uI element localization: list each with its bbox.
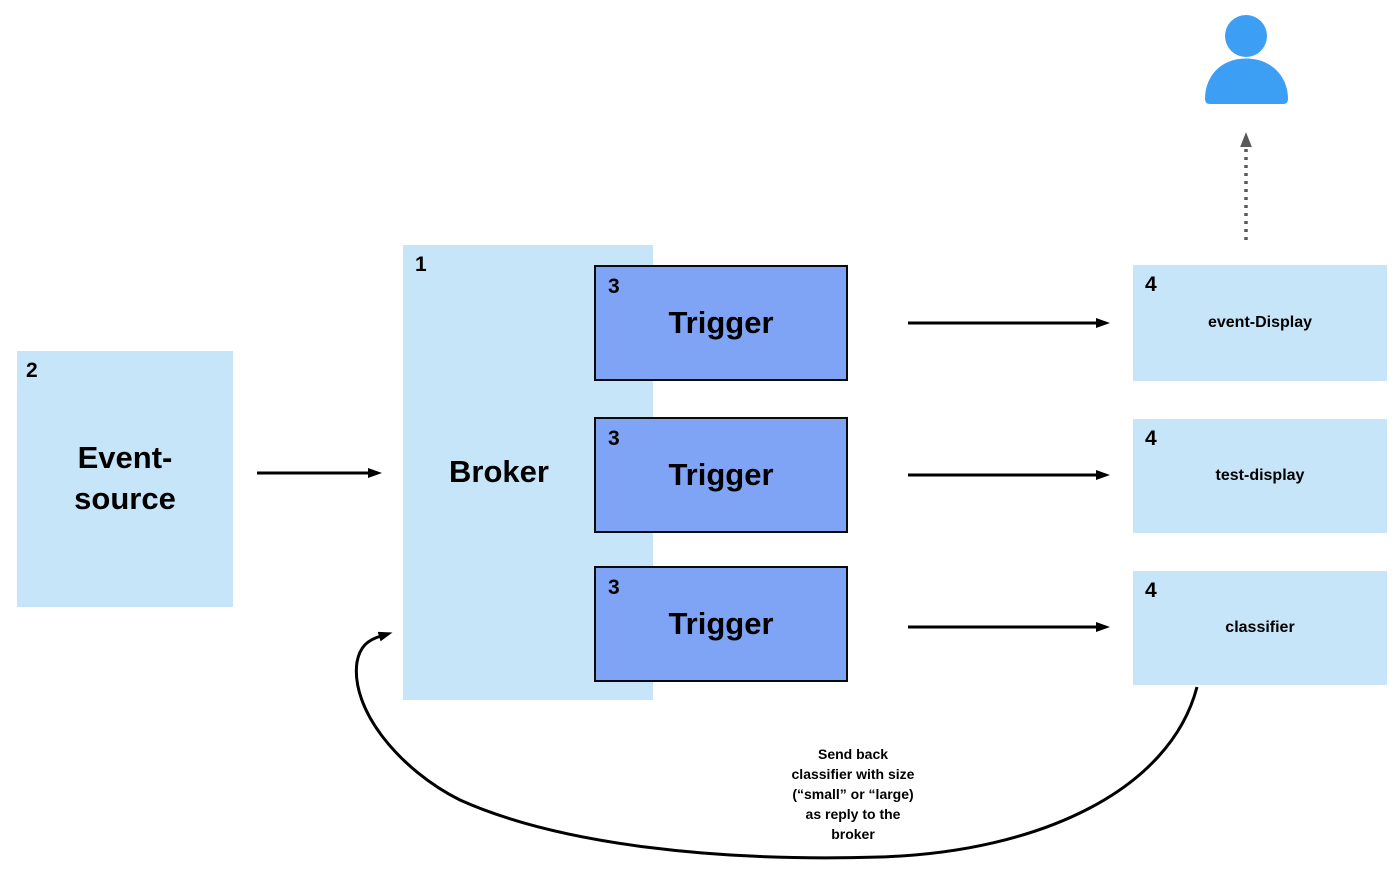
trigger-box-1: 3 Trigger xyxy=(594,265,848,381)
trigger-box-3: 3 Trigger xyxy=(594,566,848,682)
trigger-box-2: 3 Trigger xyxy=(594,417,848,533)
service-box-event-display: 4 event-Display xyxy=(1133,265,1387,381)
loop-note-line: classifier with size xyxy=(791,766,915,782)
service-2-number: 4 xyxy=(1145,427,1157,450)
event-source-label-line2: source xyxy=(74,481,176,516)
service-1-number: 4 xyxy=(1145,273,1157,296)
event-source-box: 2 Event- source xyxy=(17,351,233,607)
event-source-number: 2 xyxy=(26,359,38,382)
user-icon xyxy=(1205,15,1288,104)
service-1-label: event-Display xyxy=(1207,314,1313,331)
trigger-3-number: 3 xyxy=(608,576,620,599)
loop-note-line: Send back xyxy=(817,746,889,762)
event-source-label-line1: Event- xyxy=(77,440,173,476)
trigger-3-label: Trigger xyxy=(668,605,774,641)
service-3-label: classifier xyxy=(1225,619,1295,636)
service-box-test-display: 4 test-display xyxy=(1133,419,1387,533)
service-3-number: 4 xyxy=(1145,579,1157,602)
service-2-label: test-display xyxy=(1215,467,1305,484)
loop-note-line: as reply to the xyxy=(805,806,901,822)
broker-number: 1 xyxy=(415,253,427,276)
loop-note-line: (“small” or “large) xyxy=(792,786,914,802)
trigger-1-number: 3 xyxy=(608,275,620,298)
trigger-2-number: 3 xyxy=(608,427,620,450)
loop-note-line: broker xyxy=(831,826,875,842)
loop-note: Send back classifier with size (“small” … xyxy=(748,744,958,844)
trigger-2-label: Trigger xyxy=(668,456,774,492)
service-box-classifier: 4 classifier xyxy=(1133,571,1387,685)
broker-label: Broker xyxy=(449,454,549,490)
trigger-1-label: Trigger xyxy=(668,304,774,340)
